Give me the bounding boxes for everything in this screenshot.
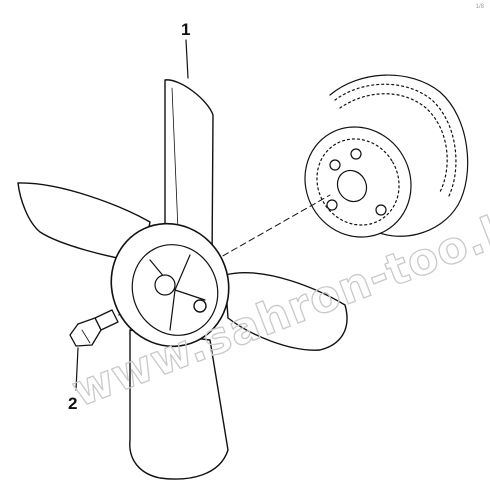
fan-drawing	[17, 79, 348, 480]
leader-line-1	[185, 39, 189, 79]
bolt-drawing	[69, 309, 119, 347]
callout-1: 1	[181, 20, 191, 39]
callout-2: 2	[68, 394, 78, 413]
corner-mark: 1/8	[475, 4, 484, 10]
pulley-drawing	[304, 74, 469, 238]
leader-line-2	[75, 347, 79, 391]
